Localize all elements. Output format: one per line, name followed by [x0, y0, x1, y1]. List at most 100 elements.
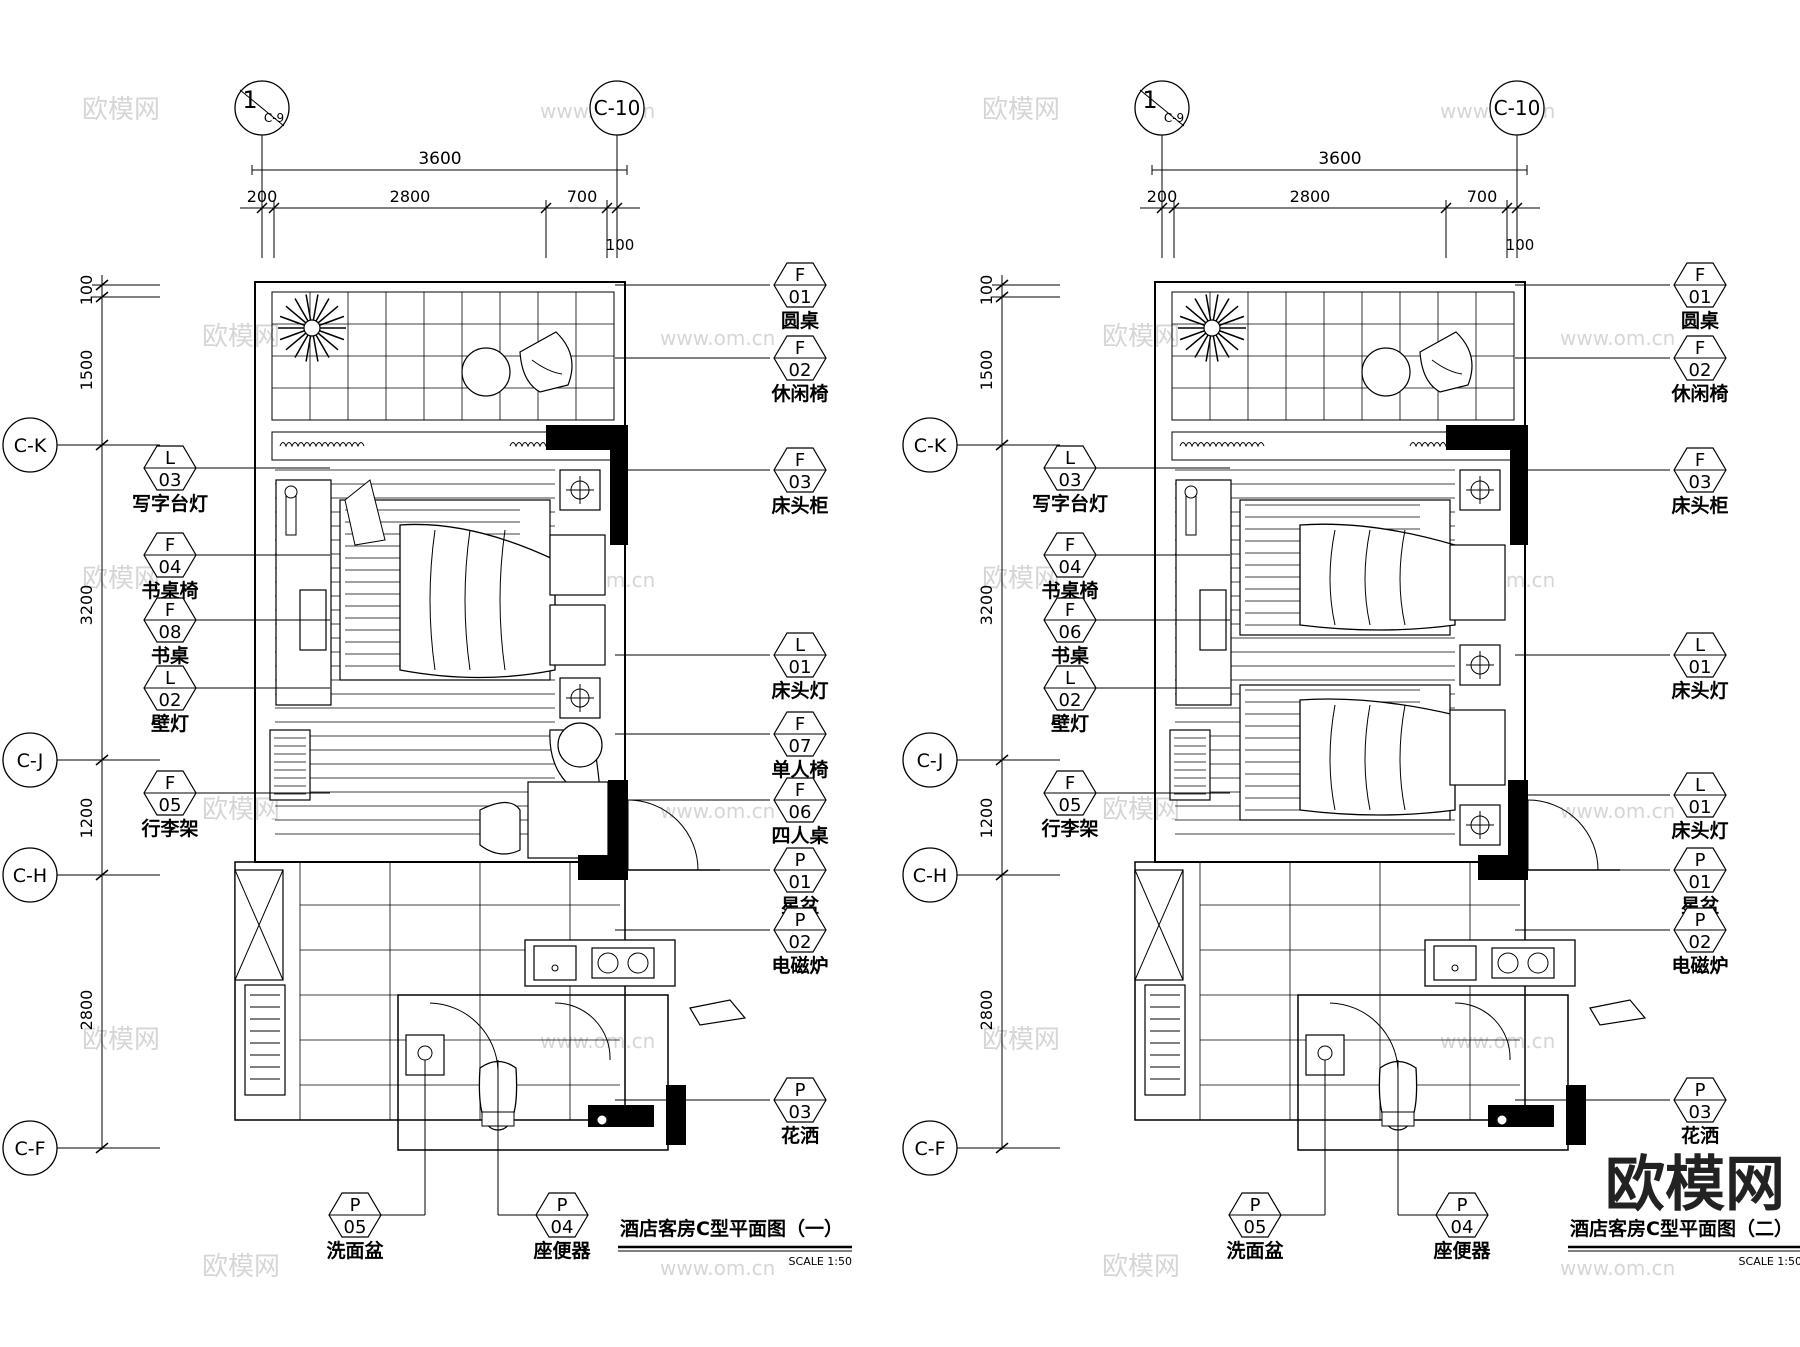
wall-stub: [1478, 855, 1528, 880]
dimension-segment: 700: [567, 187, 598, 206]
twin-beds: [1239, 499, 1506, 821]
watermark-text: www.om.cn: [660, 326, 775, 350]
fixture-tag-number: 02: [1059, 690, 1082, 711]
fixture-tag-number: 02: [789, 932, 812, 953]
kitchen-sink: [533, 945, 577, 981]
bed-cover-fold: [1364, 529, 1371, 626]
desk-lamp: [1184, 485, 1198, 499]
fixture-tag-name: 电磁炉: [771, 954, 828, 977]
lounge-chair: [519, 331, 573, 393]
fixture-tag-number: 05: [1244, 1217, 1267, 1238]
axis-label: C-J: [917, 750, 944, 772]
bathroom: [1297, 994, 1569, 1151]
axis-ref: 1: [1142, 86, 1157, 114]
fixture-tag-number: 05: [1059, 795, 1082, 816]
dimension-tick-mark: [95, 291, 109, 303]
dimension-vertical: 1500: [977, 350, 996, 391]
watermark-text: www.om.cn: [1560, 799, 1675, 823]
fixture-tag-number: 08: [159, 622, 182, 643]
fixture-tag-number: 01: [789, 657, 812, 678]
axis-sheet: C-9: [264, 111, 284, 125]
fixture-tag-number: 03: [1059, 470, 1082, 491]
fixture-tag-name: 书桌: [151, 644, 189, 667]
axis-label: C-H: [13, 865, 47, 887]
bed-cover-fold: [1399, 529, 1406, 626]
shower-head: [1496, 1114, 1508, 1126]
shower-wall-right: [1566, 1085, 1586, 1145]
dimension-overall: 3600: [1318, 149, 1361, 169]
double-bed: [339, 479, 606, 681]
bed-cover-fold: [1329, 529, 1336, 626]
fixture-tag-name: 床头灯: [771, 679, 828, 702]
dimension-tick-mark: [995, 291, 1009, 303]
dimension-tick-mark: [1511, 202, 1523, 214]
watermark-text: 欧模网: [982, 1025, 1060, 1055]
dimension-vertical: 2800: [977, 990, 996, 1031]
service-zone: [234, 861, 626, 1121]
dimension-segment: 100: [606, 236, 635, 254]
fixture-tag-number: 03: [1689, 472, 1712, 493]
axis-label: C-K: [914, 435, 947, 457]
dimension-tick-mark: [611, 202, 623, 214]
fixture-tag-name: 书桌椅: [141, 579, 198, 602]
fixture-tag-number: 06: [1059, 622, 1082, 643]
cooker-ring: [1497, 952, 1519, 974]
fixture-tag-number: 05: [159, 795, 182, 816]
watermark-text: www.om.cn: [1560, 1256, 1675, 1280]
fixture-tag-name: 休闲椅: [770, 382, 828, 405]
axis-label: C-F: [14, 1138, 45, 1160]
induction-cooker: [591, 947, 655, 979]
door-swing: [627, 799, 699, 871]
bed-cover-fold: [1329, 704, 1336, 811]
fixture-tag-category: F: [165, 773, 175, 794]
fixture-tag-name: 花洒: [781, 1124, 819, 1147]
fixture-tag-name: 四人桌: [771, 824, 828, 847]
brand-stamp: 欧模网: [1605, 1150, 1785, 1220]
fixture-tag-name: 座便器: [1433, 1239, 1491, 1262]
curtain-left: [279, 442, 365, 448]
armchair-back: [557, 722, 603, 768]
dimension-tick-mark: [995, 279, 1009, 291]
bed-cover-fold: [464, 529, 471, 671]
fixture-tag-category: L: [795, 635, 805, 656]
fixture-tag-number: 03: [789, 1102, 812, 1123]
axis-label: C-10: [594, 96, 641, 120]
axis-bubble-slash: [1139, 89, 1185, 127]
fixture-tag-category: F: [1065, 535, 1075, 556]
dimension-overall: 3600: [418, 149, 461, 169]
bath-door-swing: [429, 1002, 499, 1071]
fixture-tag-category: F: [1695, 450, 1705, 471]
door-swing: [1527, 799, 1599, 871]
fixture-tag-category: F: [795, 714, 805, 735]
axis-bubble-slash: [239, 89, 285, 127]
watermark-text: 欧模网: [982, 564, 1060, 594]
cooker-ring: [597, 952, 619, 974]
fixture-tag-name: 床头柜: [771, 494, 828, 517]
dimension-segment: 200: [247, 187, 278, 206]
fixture-tag-name: 电磁炉: [1671, 954, 1728, 977]
fixture-tag-number: 05: [344, 1217, 367, 1238]
fixture-tag-name: 床头灯: [1671, 819, 1728, 842]
fixture-tag-number: 01: [789, 287, 812, 308]
shower-wall: [1488, 1105, 1554, 1127]
watermark-text: 欧模网: [202, 795, 280, 825]
cooker-ring: [627, 952, 649, 974]
fixture-tag-category: F: [1695, 265, 1705, 286]
shower-wall: [588, 1105, 654, 1127]
dimension-tick-mark: [601, 202, 613, 214]
bed-cover-fold: [499, 529, 506, 671]
fixture-tag-number: 04: [159, 557, 182, 578]
wardrobe-cross: [234, 869, 284, 981]
round-table: [461, 347, 511, 397]
pillow: [1449, 709, 1506, 786]
fixture-tag-name: 写字台灯: [1032, 492, 1108, 515]
fixture-tag-number: 01: [1689, 872, 1712, 893]
fixture-tag-category: F: [795, 780, 805, 801]
fixture-tag-name: 写字台灯: [132, 492, 208, 515]
fixture-tag-name: 圆桌: [1681, 309, 1719, 332]
plant-center: [1203, 319, 1221, 337]
lounge-chair-seat: [531, 359, 563, 375]
watermark-text: www.om.cn: [1440, 1029, 1555, 1053]
fixture-tag-name: 壁灯: [151, 712, 189, 735]
fixture-tag-number: 02: [159, 690, 182, 711]
